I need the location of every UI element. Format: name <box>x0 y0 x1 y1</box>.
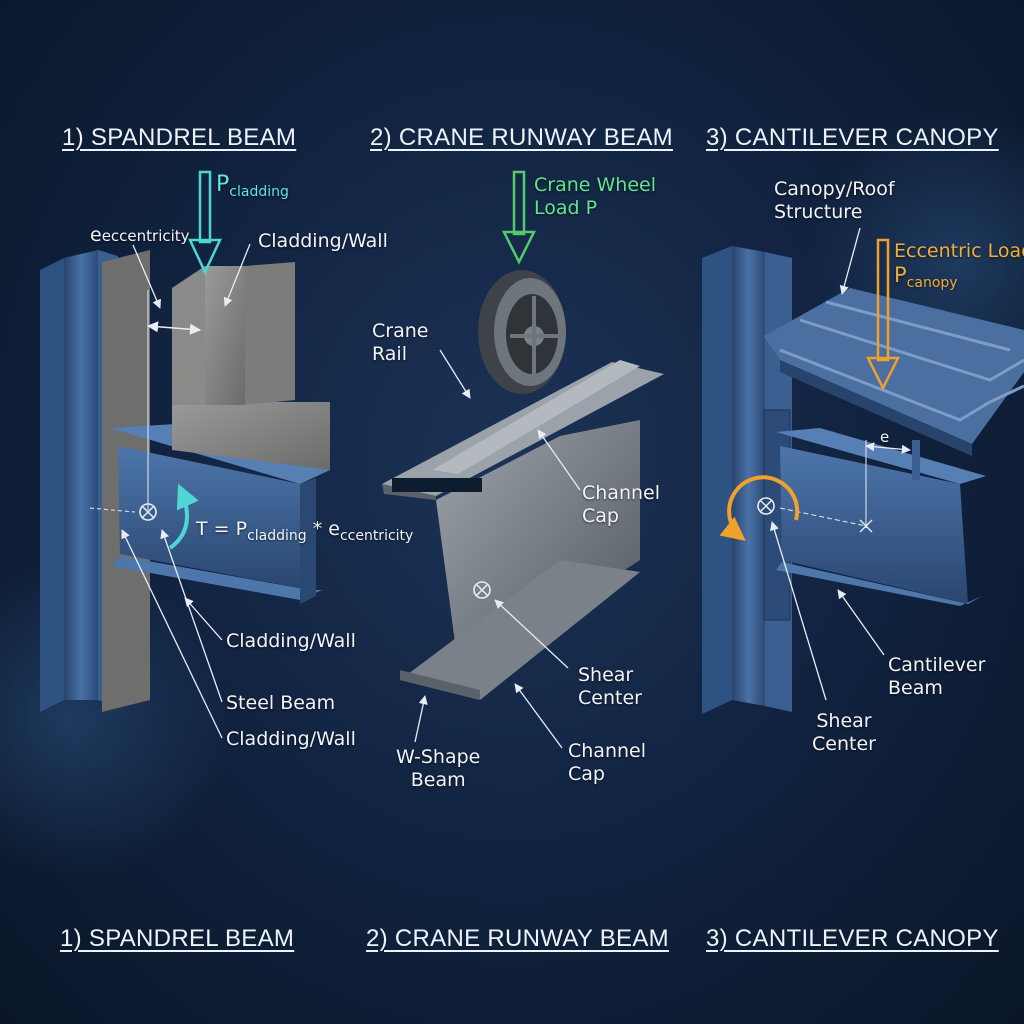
spandrel-drawing <box>40 170 330 739</box>
spandrel-load-arrow <box>188 170 222 275</box>
crane-wshape-leader <box>414 695 428 743</box>
title-top-canopy: 3) CANTILEVER CANOPY <box>706 124 999 151</box>
canopy-column-web <box>732 246 765 706</box>
canopy-ecc-label: e <box>880 428 890 446</box>
canopy-torque-arrow <box>719 475 800 541</box>
spandrel-top-cladding-label: Cladding/Wall <box>258 230 388 252</box>
crane-rail <box>432 360 640 474</box>
crane-load-arrow <box>501 170 537 265</box>
spandrel-beam-bottom-flange <box>112 556 322 600</box>
spandrel-shear-center-symbol <box>139 503 157 521</box>
crane-channelcap1-leader <box>537 429 581 491</box>
canopy-beam-leader <box>837 589 885 656</box>
spandrel-centerline <box>89 507 136 513</box>
crane-shearcenter-leader <box>494 599 569 669</box>
spandrel-torque-formula: T = Pcladding * eccentricity <box>196 518 414 544</box>
canopy-drawing <box>702 227 1024 714</box>
canopy-shearcenter-leader <box>770 521 827 701</box>
canopy-deck-rib-3 <box>825 300 1011 352</box>
spandrel-cladding1-leader <box>184 597 223 641</box>
crane-section-cut <box>392 478 482 492</box>
title-bottom-spandrel: 1) SPANDREL BEAM <box>60 925 295 952</box>
canopy-structure-leader <box>839 227 861 295</box>
title-bottom-crane: 2) CRANE RUNWAY BEAM <box>366 925 669 952</box>
canopy-beam-top-flange <box>776 428 986 484</box>
canopy-beam-web <box>780 446 968 604</box>
spandrel-eccentricity-label: eeccentricity <box>90 224 190 246</box>
canopy-beam-bottom-flange <box>776 562 982 606</box>
spandrel-torque-arrow <box>168 483 199 550</box>
spandrel-concrete-ledge <box>172 402 330 470</box>
spandrel-block-left <box>172 266 205 405</box>
crane-wheel <box>478 270 566 394</box>
crane-shear-center-symbol <box>473 581 491 599</box>
spandrel-cladding2-leader <box>121 529 223 739</box>
spandrel-column-flange-front <box>40 258 64 712</box>
title-bottom-canopy: 3) CANTILEVER CANOPY <box>706 925 999 952</box>
spandrel-steel-beam-label: Steel Beam <box>226 692 336 714</box>
spandrel-column-web <box>64 250 98 700</box>
canopy-load-point <box>859 519 873 533</box>
spandrel-cladding-label-1: Cladding/Wall <box>226 630 356 652</box>
spandrel-cladding-label-2: Cladding/Wall <box>226 728 356 750</box>
canopy-ecc-dimension <box>865 442 911 454</box>
crane-drawing <box>382 170 664 749</box>
spandrel-cladding-leader <box>223 243 251 307</box>
canopy-deck-rib-2 <box>799 318 1024 382</box>
canopy-deck-edge <box>780 360 972 456</box>
crane-beam-bottom-edge <box>400 670 480 700</box>
crane-channelcap2-leader <box>514 683 563 749</box>
title-top-crane: 2) CRANE RUNWAY BEAM <box>370 124 673 151</box>
title-top-spandrel: 1) SPANDREL BEAM <box>62 124 297 151</box>
canopy-post <box>912 440 920 480</box>
spandrel-block-right <box>245 262 295 405</box>
canopy-deck-rib-1 <box>779 348 1024 422</box>
spandrel-eccentricity-dimension <box>146 321 202 335</box>
spandrel-ecc-leader <box>132 244 161 309</box>
crane-beam-bottom-flange <box>400 560 640 700</box>
canopy-load-arrow <box>865 238 901 391</box>
canopy-column-flange-front <box>702 246 732 714</box>
canopy-shear-center-symbol <box>757 497 775 515</box>
spandrel-beam-web <box>118 446 310 590</box>
canopy-centerline <box>779 507 867 527</box>
crane-rail-leader <box>439 349 471 399</box>
spandrel-steelbeam-leader <box>160 529 223 703</box>
spandrel-beam-end <box>300 478 316 604</box>
spandrel-block-mid <box>205 266 245 405</box>
spandrel-load-label: Pcladding <box>216 172 289 200</box>
